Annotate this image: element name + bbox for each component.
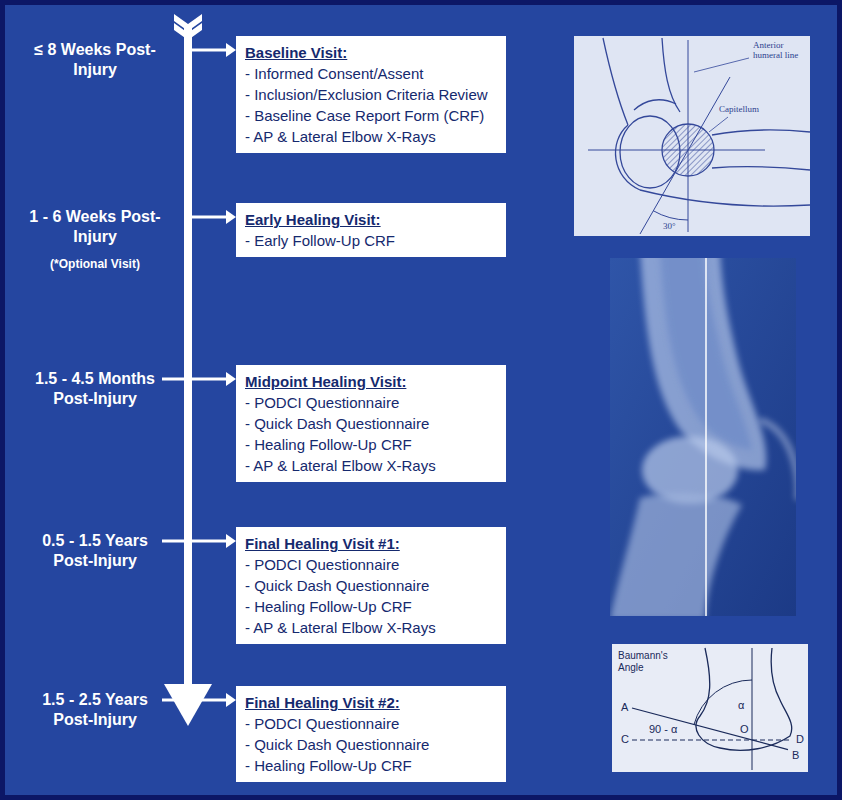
timeline-head <box>164 684 212 726</box>
xray-forearm <box>610 493 742 616</box>
row-arrow <box>162 378 227 381</box>
anterior-humeral-line <box>688 40 689 232</box>
time-label: 1.5 - 2.5 Years Post-Injury <box>22 690 168 730</box>
elbow-drawing-panel <box>574 36 810 236</box>
forearm-edge <box>712 130 810 135</box>
point-label: B <box>791 750 800 761</box>
time-label: 1.5 - 4.5 Months Post-Injury <box>22 369 168 409</box>
timeline-tail <box>174 23 202 40</box>
visit-item: - Healing Follow-Up CRF <box>245 596 497 617</box>
visit-item: - Informed Consent/Assent <box>245 63 497 84</box>
physeal-line <box>632 708 788 750</box>
elbow-drawing <box>603 38 810 206</box>
visit-item: - Healing Follow-Up CRF <box>245 434 497 455</box>
panel-ground <box>5 5 837 795</box>
visit-item: - AP & Lateral Elbow X-Rays <box>245 617 497 638</box>
figure-title: Baumann's Angle <box>618 650 680 674</box>
humeral-axis <box>752 648 753 770</box>
visit-item: - Quick Dash Questionnaire <box>245 575 497 596</box>
visit-item: - PODCI Questionnaire <box>245 554 497 575</box>
olecranon <box>616 125 641 190</box>
figure-label: Capitellum <box>718 104 760 114</box>
humerus-outline <box>696 648 792 750</box>
angle-arc <box>653 211 688 220</box>
humerus-edge <box>662 38 680 112</box>
visit-box: Midpoint Healing Visit:- PODCI Questionn… <box>236 365 506 482</box>
timeline-shaft <box>184 24 192 686</box>
baumann-panel <box>612 644 808 772</box>
xray-image <box>610 258 796 616</box>
arrow-head <box>226 210 236 224</box>
alpha-arc <box>694 680 752 725</box>
horizontal-line <box>632 739 792 740</box>
arrow-head <box>226 43 236 57</box>
row-arrow <box>162 699 227 702</box>
row-arrow <box>192 216 227 219</box>
row-arrow <box>162 540 227 543</box>
visit-box: Early Healing Visit:- Early Follow-Up CR… <box>236 203 506 257</box>
humerus-edge <box>603 38 628 125</box>
angle-label: 90 - α <box>648 724 678 735</box>
visit-item: - Quick Dash Questionnaire <box>245 734 497 755</box>
time-label: 0.5 - 1.5 Years Post-Injury <box>22 531 168 571</box>
visit-item: - AP & Lateral Elbow X-Rays <box>245 455 497 476</box>
visit-item: - Inclusion/Exclusion Criteria Review <box>245 84 497 105</box>
visit-box: Final Healing Visit #2:- PODCI Questionn… <box>236 686 506 782</box>
time-label: ≤ 8 Weeks Post-Injury <box>22 40 168 80</box>
point-label: C <box>620 734 630 745</box>
forearm-edge <box>640 190 810 206</box>
xray-soft-tissue <box>760 420 796 500</box>
visit-item: - Healing Follow-Up CRF <box>245 755 497 776</box>
angle-line <box>640 77 730 234</box>
point-label: A <box>620 702 629 713</box>
visit-heading: Final Healing Visit #2: <box>245 692 497 713</box>
note-label: (*Optional Visit) <box>22 257 168 271</box>
visit-item: - Early Follow-Up CRF <box>245 230 497 251</box>
arrow-head <box>226 693 236 707</box>
visit-heading: Midpoint Healing Visit: <box>245 371 497 392</box>
visit-heading: Final Healing Visit #1: <box>245 533 497 554</box>
angle-label: α <box>737 700 745 711</box>
visit-heading: Early Healing Visit: <box>245 209 497 230</box>
point-label: D <box>795 734 805 745</box>
leader-line <box>709 117 728 132</box>
visit-item: - PODCI Questionnaire <box>245 392 497 413</box>
visit-item: - PODCI Questionnaire <box>245 713 497 734</box>
figure-label: 30° <box>662 221 677 231</box>
time-label: 1 - 6 Weeks Post-Injury <box>22 207 168 247</box>
visit-box: Baseline Visit:- Informed Consent/Assent… <box>236 36 506 153</box>
forearm-edge <box>712 167 810 170</box>
reference-line <box>588 150 765 151</box>
visit-heading: Baseline Visit: <box>245 42 497 63</box>
leader-line <box>694 58 749 72</box>
xray-reference-line <box>705 258 707 616</box>
visit-item: - Baseline Case Report Form (CRF) <box>245 105 497 126</box>
point-label: O <box>739 724 750 735</box>
arrow-head <box>226 372 236 386</box>
fossa <box>634 100 676 110</box>
visit-item: - Quick Dash Questionnaire <box>245 413 497 434</box>
visit-item: - AP & Lateral Elbow X-Rays <box>245 126 497 147</box>
row-arrow <box>192 49 227 52</box>
visit-box: Final Healing Visit #1:- PODCI Questionn… <box>236 527 506 644</box>
arrow-head <box>226 534 236 548</box>
figure-label: Anterior humeral line <box>752 40 806 60</box>
